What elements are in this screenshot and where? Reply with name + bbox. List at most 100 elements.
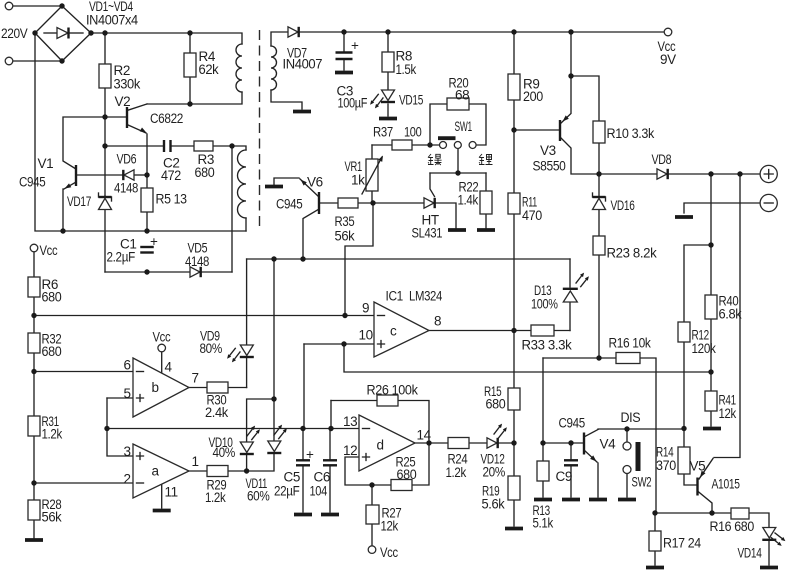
svg-text:R9: R9: [523, 77, 539, 92]
svg-text:5: 5: [124, 386, 131, 401]
svg-text:680: 680: [42, 290, 62, 305]
svg-text:R33 3.3k: R33 3.3k: [522, 338, 572, 353]
svg-text:d: d: [377, 438, 384, 453]
svg-text:1.4k: 1.4k: [458, 193, 479, 208]
svg-text:SL431: SL431: [412, 226, 443, 241]
svg-text:R41: R41: [719, 393, 736, 408]
svg-text:VD15: VD15: [399, 93, 423, 108]
svg-text:R11: R11: [522, 195, 537, 210]
svg-text:104: 104: [310, 484, 328, 499]
svg-text:120k: 120k: [692, 341, 717, 356]
svg-text:R29: R29: [207, 478, 227, 493]
svg-text:9V: 9V: [660, 52, 676, 67]
svg-text:b: b: [152, 380, 159, 395]
svg-text:7: 7: [192, 371, 199, 386]
svg-text:SW1: SW1: [455, 119, 472, 134]
svg-text:13: 13: [343, 414, 357, 429]
svg-text:C1: C1: [120, 237, 136, 252]
svg-text:Vcc: Vcc: [153, 330, 171, 345]
svg-text:DIS: DIS: [621, 410, 641, 425]
svg-text:C2: C2: [163, 156, 179, 171]
svg-text:IC1: IC1: [386, 289, 403, 304]
svg-text:5.1k: 5.1k: [533, 516, 554, 531]
svg-text:S8550: S8550: [533, 159, 566, 174]
svg-text:R16 680: R16 680: [710, 519, 754, 534]
svg-text:C6822: C6822: [150, 111, 183, 126]
svg-text:1.2k: 1.2k: [446, 465, 467, 480]
svg-text:40%: 40%: [213, 445, 236, 460]
svg-text:VD10: VD10: [209, 435, 233, 450]
svg-text:1.5k: 1.5k: [396, 62, 417, 77]
svg-text:C5: C5: [284, 470, 300, 485]
svg-text:R13: R13: [533, 503, 550, 518]
svg-text:R27: R27: [382, 506, 402, 521]
svg-text:1.2k: 1.2k: [42, 427, 63, 442]
svg-text:VD12: VD12: [481, 452, 505, 467]
svg-text:VD5: VD5: [188, 241, 208, 256]
svg-text:C3: C3: [337, 84, 353, 99]
svg-text:SW2: SW2: [632, 475, 652, 490]
svg-text:680: 680: [42, 344, 62, 359]
svg-text:680: 680: [486, 397, 506, 412]
svg-text:IN4007: IN4007: [283, 57, 323, 72]
svg-text:V1: V1: [38, 156, 54, 171]
svg-text:R19: R19: [482, 484, 499, 499]
svg-text:472: 472: [161, 168, 181, 183]
svg-text:1: 1: [192, 454, 199, 469]
svg-text:R14: R14: [656, 445, 674, 460]
svg-text:100µF: 100µF: [338, 96, 368, 111]
svg-text:R37: R37: [373, 125, 393, 140]
svg-text:60%: 60%: [247, 489, 270, 504]
svg-text:12k: 12k: [381, 519, 399, 534]
svg-text:VR1: VR1: [345, 159, 362, 174]
svg-text:+: +: [150, 234, 158, 249]
svg-text:220V: 220V: [1, 26, 28, 41]
svg-text:R25: R25: [396, 455, 416, 470]
svg-text:2.4k: 2.4k: [205, 405, 228, 420]
svg-text:R12: R12: [692, 328, 709, 343]
svg-text:VD6: VD6: [117, 152, 137, 167]
svg-text:680: 680: [397, 467, 417, 482]
svg-text:VD16: VD16: [611, 198, 635, 213]
svg-text:R32: R32: [42, 332, 62, 347]
svg-text:R2: R2: [114, 63, 130, 78]
svg-text:R26 100k: R26 100k: [367, 383, 419, 398]
svg-text:11: 11: [165, 485, 178, 500]
svg-text:R31: R31: [42, 414, 59, 429]
svg-text:R5 13: R5 13: [156, 192, 187, 207]
svg-text:2: 2: [124, 472, 131, 487]
svg-text:A1015: A1015: [712, 477, 740, 492]
svg-text:20%: 20%: [483, 465, 506, 480]
svg-text:6.8k: 6.8k: [719, 307, 742, 322]
svg-text:3: 3: [124, 444, 131, 459]
svg-text:56k: 56k: [335, 229, 355, 244]
svg-text:c: c: [390, 324, 397, 339]
svg-text:2.2µF: 2.2µF: [107, 250, 136, 265]
svg-text:LM324: LM324: [409, 289, 443, 304]
svg-text:C945: C945: [19, 175, 45, 190]
svg-text:R22: R22: [459, 180, 479, 195]
svg-text:C945: C945: [276, 197, 302, 212]
svg-text:+: +: [306, 447, 314, 462]
svg-text:VD9: VD9: [200, 329, 220, 344]
svg-text:VD8: VD8: [652, 152, 672, 167]
svg-text:V3: V3: [540, 143, 556, 158]
svg-text:IN4007x4: IN4007x4: [86, 13, 139, 28]
svg-text:D13: D13: [534, 283, 551, 298]
svg-text:330k: 330k: [114, 77, 141, 92]
svg-text:VD7: VD7: [287, 46, 307, 61]
svg-text:R6: R6: [42, 277, 58, 292]
svg-text:200: 200: [523, 89, 543, 104]
svg-text:R30: R30: [207, 393, 227, 408]
svg-text:R40: R40: [719, 294, 739, 309]
svg-text:56k: 56k: [42, 510, 62, 525]
svg-text:C6: C6: [314, 470, 330, 485]
svg-text:V6: V6: [307, 175, 323, 190]
svg-text:12: 12: [343, 443, 357, 458]
svg-text:Vcc: Vcc: [658, 39, 676, 54]
svg-text:R17 24: R17 24: [663, 536, 702, 551]
svg-text:R35: R35: [335, 214, 355, 229]
svg-text:C9: C9: [556, 469, 572, 484]
svg-text:R15: R15: [484, 384, 501, 399]
svg-text:a: a: [152, 464, 160, 479]
